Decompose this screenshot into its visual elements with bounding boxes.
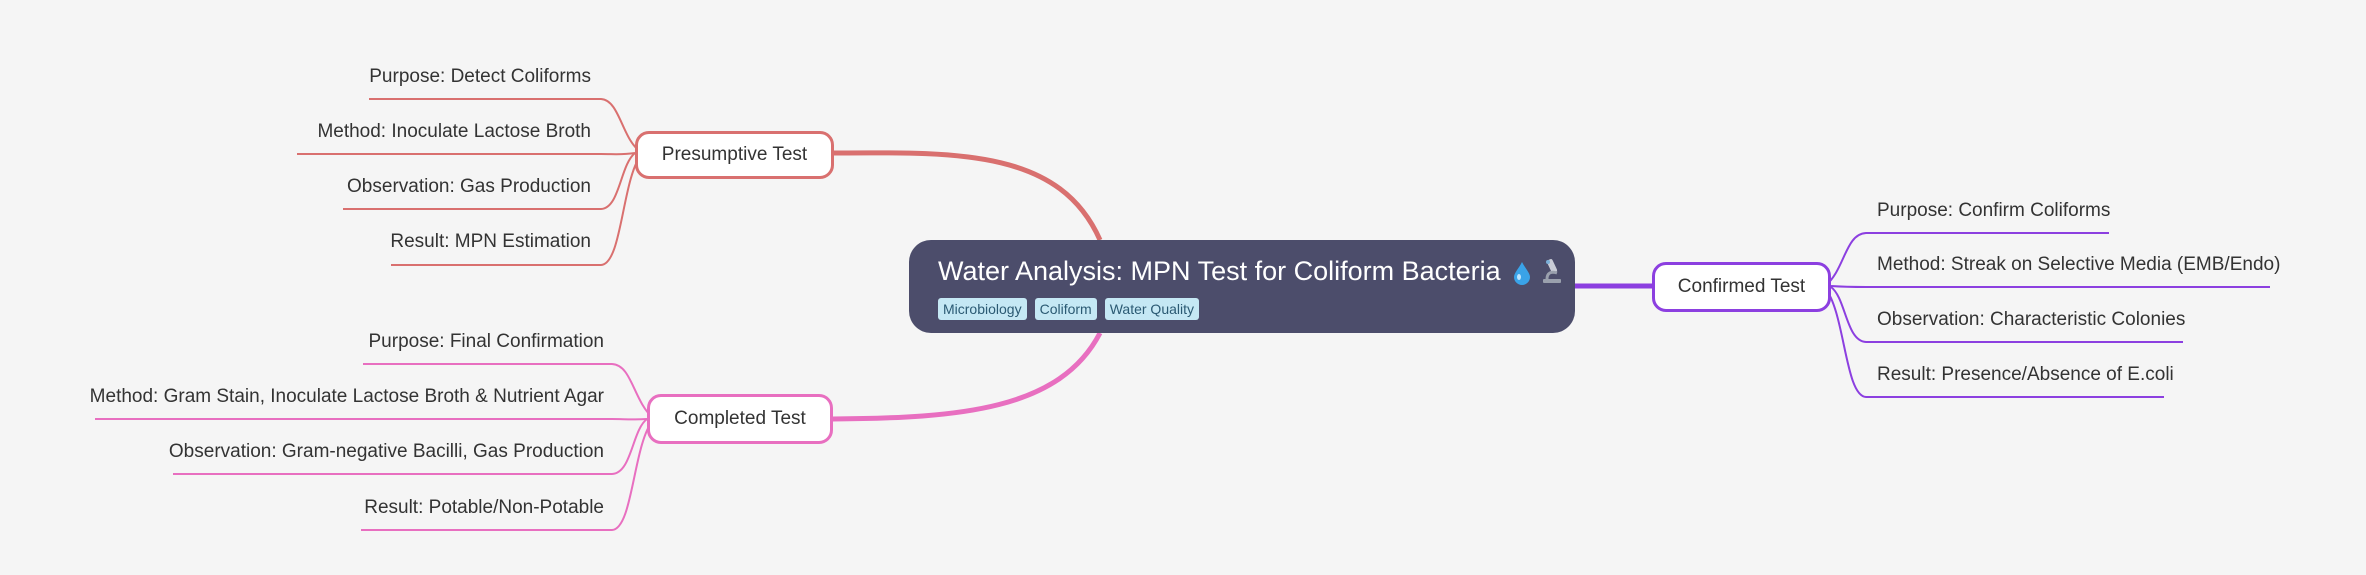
link-root-presumptive <box>832 150 1103 242</box>
link-completed-leaf-4 <box>361 419 654 531</box>
leaf-presumptive-method[interactable]: Method: Inoculate Lactose Broth <box>317 121 591 142</box>
link-confirmed-leaf-3 <box>1830 286 2183 343</box>
leaf-confirmed-method[interactable]: Method: Streak on Selective Media (EMB/E… <box>1877 254 2281 275</box>
leaf-confirmed-purpose[interactable]: Purpose: Confirm Coliforms <box>1877 200 2111 221</box>
leaf-presumptive-result[interactable]: Result: MPN Estimation <box>390 231 591 252</box>
leaf-presumptive-purpose[interactable]: Purpose: Detect Coliforms <box>369 66 591 87</box>
branch-presumptive-test[interactable]: Presumptive Test <box>635 131 834 179</box>
link-confirmed-leaf-1 <box>1824 232 2109 287</box>
tag-water-quality[interactable]: Water Quality <box>1104 298 1199 320</box>
branch-confirmed-test[interactable]: Confirmed Test <box>1652 262 1831 312</box>
tag-coliform[interactable]: Coliform <box>1034 298 1097 320</box>
leaf-completed-result[interactable]: Result: Potable/Non-Potable <box>364 497 604 518</box>
link-completed-leaf-3 <box>173 418 648 475</box>
root-title: Water Analysis: MPN Test for Coliform Ba… <box>938 256 1501 286</box>
tag-microbiology[interactable]: Microbiology <box>938 298 1027 320</box>
link-confirmed-leaf-2 <box>1830 285 2270 288</box>
link-presumptive-leaf-2 <box>297 152 636 156</box>
link-presumptive-leaf-4 <box>391 154 642 266</box>
microscope-icon <box>1539 257 1565 285</box>
leaf-presumptive-observation[interactable]: Observation: Gas Production <box>347 176 591 197</box>
root-topic[interactable]: Water Analysis: MPN Test for Coliform Ba… <box>909 240 1575 333</box>
leaf-completed-observation[interactable]: Observation: Gram-negative Bacilli, Gas … <box>168 441 604 462</box>
link-completed-leaf-1 <box>363 363 654 419</box>
leaf-confirmed-result[interactable]: Result: Presence/Absence of E.coli <box>1877 364 2174 385</box>
leaf-completed-purpose[interactable]: Purpose: Final Confirmation <box>368 331 605 352</box>
leaf-completed-method[interactable]: Method: Gram Stain, Inoculate Lactose Br… <box>89 386 604 407</box>
branch-completed-test[interactable]: Completed Test <box>647 394 833 444</box>
root-tags: Microbiology Coliform Water Quality <box>938 298 1546 320</box>
link-presumptive-leaf-3 <box>343 152 636 210</box>
link-confirmed-leaf-4 <box>1824 287 2164 398</box>
leaf-confirmed-observation[interactable]: Observation: Characteristic Colonies <box>1877 309 2186 330</box>
link-root-completed <box>832 331 1103 422</box>
water-drop-icon <box>1513 259 1531 285</box>
